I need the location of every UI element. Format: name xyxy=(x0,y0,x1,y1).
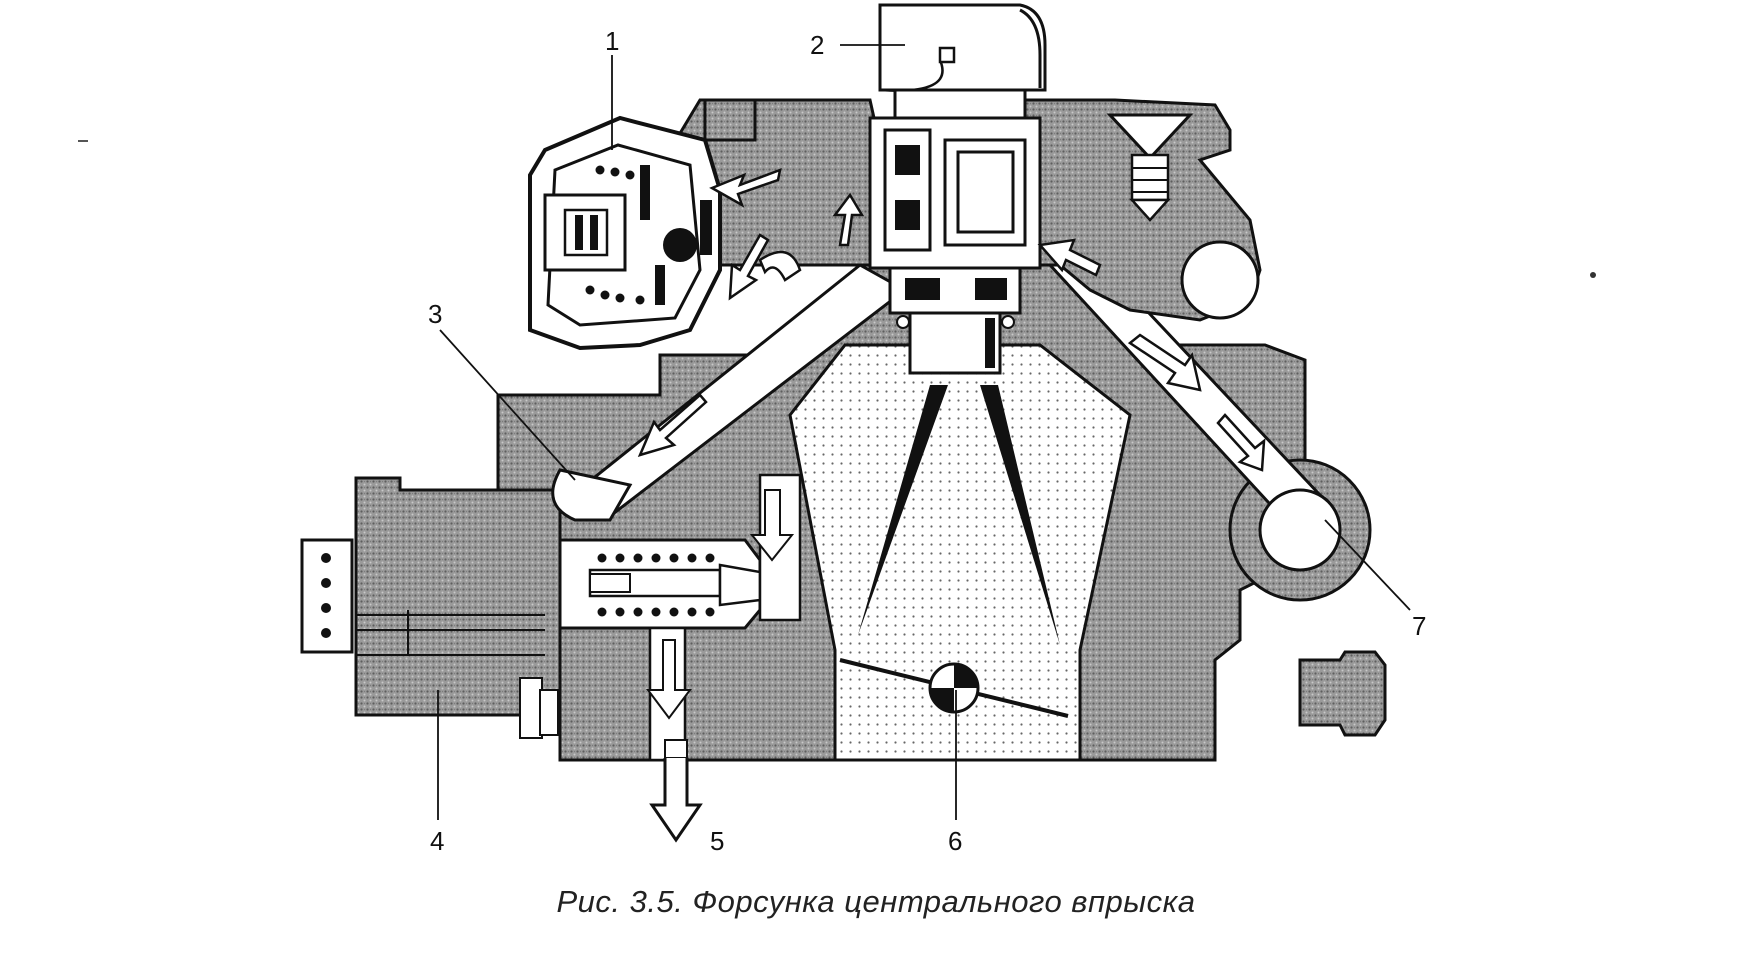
label-3: 3 xyxy=(428,299,442,329)
return-outlet-arrow xyxy=(649,739,703,843)
fuel-spray-cone xyxy=(858,385,1060,645)
injector xyxy=(868,3,1047,375)
label-2: 2 xyxy=(810,30,824,60)
leader-lines xyxy=(437,44,1411,820)
label-5: 5 xyxy=(710,826,724,856)
label-7: 7 xyxy=(1412,611,1426,641)
figure-caption: Рис. 3.5. Форсунка центрального впрыска xyxy=(556,884,1196,919)
pressure-regulator xyxy=(558,473,802,762)
label-6: 6 xyxy=(948,826,962,856)
speck-mark xyxy=(1590,272,1596,278)
throttle-valve xyxy=(839,658,1069,718)
label-4: 4 xyxy=(430,826,444,856)
flow-arrows xyxy=(637,168,1266,472)
control-unit-1 xyxy=(528,98,757,351)
label-1: 1 xyxy=(605,26,619,56)
